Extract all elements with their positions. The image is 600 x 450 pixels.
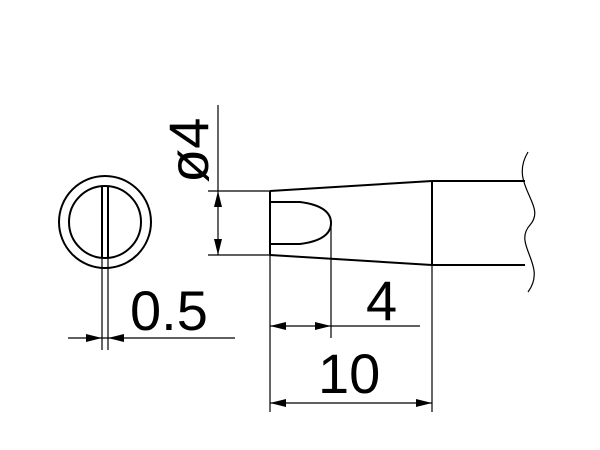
total-length-arrow-right: [416, 399, 432, 407]
tip-bottom-edge: [269, 254, 433, 266]
total-length-arrow-left: [270, 399, 286, 407]
thickness-dimension: 0.5: [68, 279, 235, 342]
thickness-arrow-right: [108, 334, 124, 342]
total-length-dimension: 10: [270, 265, 433, 412]
end-view-inner-circle: [68, 185, 142, 259]
total-length-label: 10: [318, 342, 380, 405]
thickness-arrow-left: [86, 334, 102, 342]
diameter-dimension: ø4: [157, 105, 270, 256]
end-view: [58, 175, 152, 350]
end-view-outer-circle: [58, 175, 152, 269]
tip-length-dimension: 4: [269, 223, 420, 412]
tip-length-arrow-right: [315, 322, 331, 330]
tip-length-arrow-left: [270, 322, 286, 330]
diameter-arrow-bottom: [214, 239, 222, 255]
diameter-arrow-top: [214, 191, 222, 207]
tip-top-edge: [269, 180, 433, 192]
side-view: [269, 151, 536, 293]
shank-break-line: [521, 151, 536, 293]
thickness-label: 0.5: [130, 279, 208, 342]
chisel-face-curve: [270, 201, 333, 245]
tip-length-label: 4: [366, 269, 397, 332]
diameter-label: ø4: [157, 118, 220, 183]
